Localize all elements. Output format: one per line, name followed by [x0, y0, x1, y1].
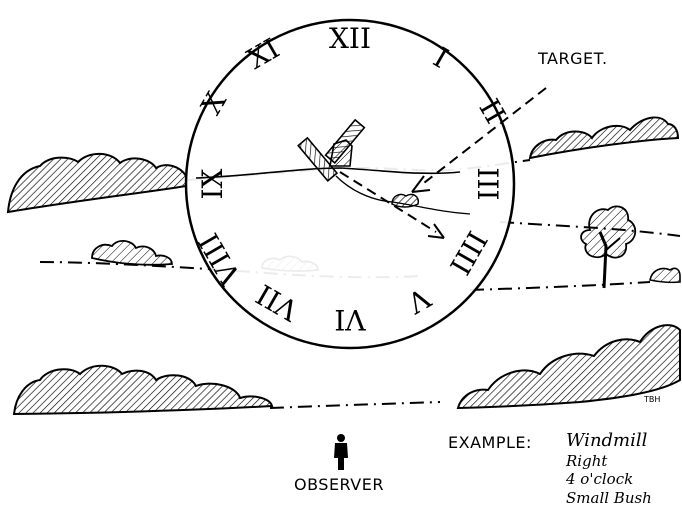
example-prefix: EXAMPLE: — [448, 433, 532, 452]
tree — [581, 206, 635, 288]
example-line-3: 4 o'clock — [565, 470, 633, 488]
small-bush-icon — [392, 194, 418, 207]
observer-label: OBSERVER — [294, 475, 384, 494]
bottom-left-hedge — [14, 366, 272, 414]
artist-initials: TBH — [643, 395, 660, 404]
numeral-vi: VI — [334, 303, 366, 336]
left-treeline — [8, 154, 186, 212]
clock-face: XII I II III IIII V VI VII VIII IX X XI — [186, 20, 514, 348]
numeral-xii: XII — [329, 22, 371, 55]
ground-line-4 — [470, 282, 650, 290]
example-block: EXAMPLE: Windmill Right 4 o'clock Small … — [448, 430, 652, 507]
observer-icon — [334, 434, 348, 470]
numeral-iii: III — [471, 167, 504, 200]
right-upper-treeline — [530, 117, 678, 158]
left-bush — [92, 241, 172, 265]
numeral-ix: IX — [196, 168, 229, 199]
right-bush — [650, 268, 680, 282]
example-line-2: Right — [565, 452, 608, 470]
target-label: TARGET. — [537, 49, 608, 68]
example-line-1: Windmill — [566, 430, 648, 451]
example-line-4: Small Bush — [566, 489, 652, 507]
ground-line-5 — [270, 402, 440, 408]
